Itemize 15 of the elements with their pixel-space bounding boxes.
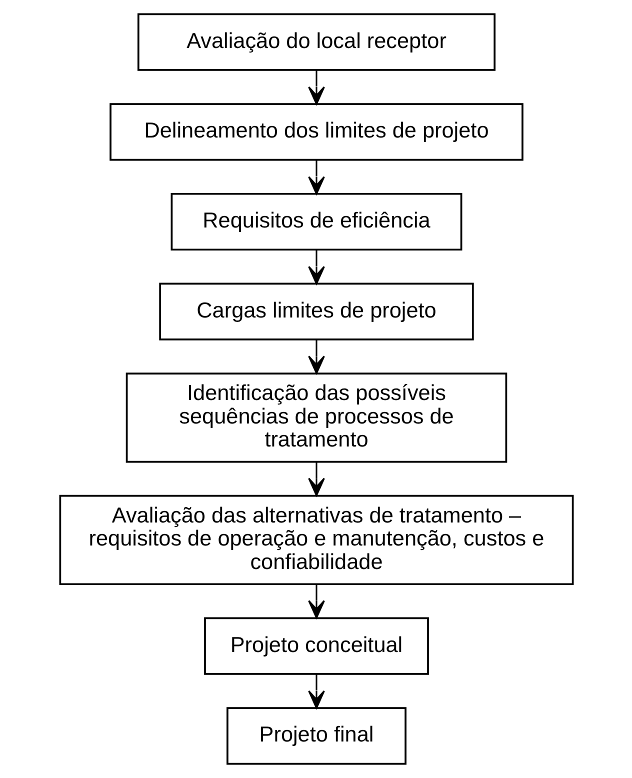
node-box: Cargas limites de projeto [158,282,474,340]
node-box: Projeto conceitual [204,617,428,675]
node-box: Identificação das possíveis sequências de processos de tratamento [125,372,507,463]
arrow [308,674,324,709]
arrow [308,584,324,619]
node-box: Delineamento dos limites de projeto [109,103,523,161]
arrow [308,462,324,496]
arrow [308,250,324,284]
node-box: Projeto final [226,707,406,765]
node-box: Avaliação das alternativas de tratamento – requisitos de operação e manutenção, custos e confiabilidade [58,494,574,586]
node-box: Requisitos de eficiência [170,192,462,251]
arrow [308,340,324,374]
arrow [308,160,324,195]
arrow [308,70,324,105]
node-box: Avaliação do local receptor [136,13,496,71]
